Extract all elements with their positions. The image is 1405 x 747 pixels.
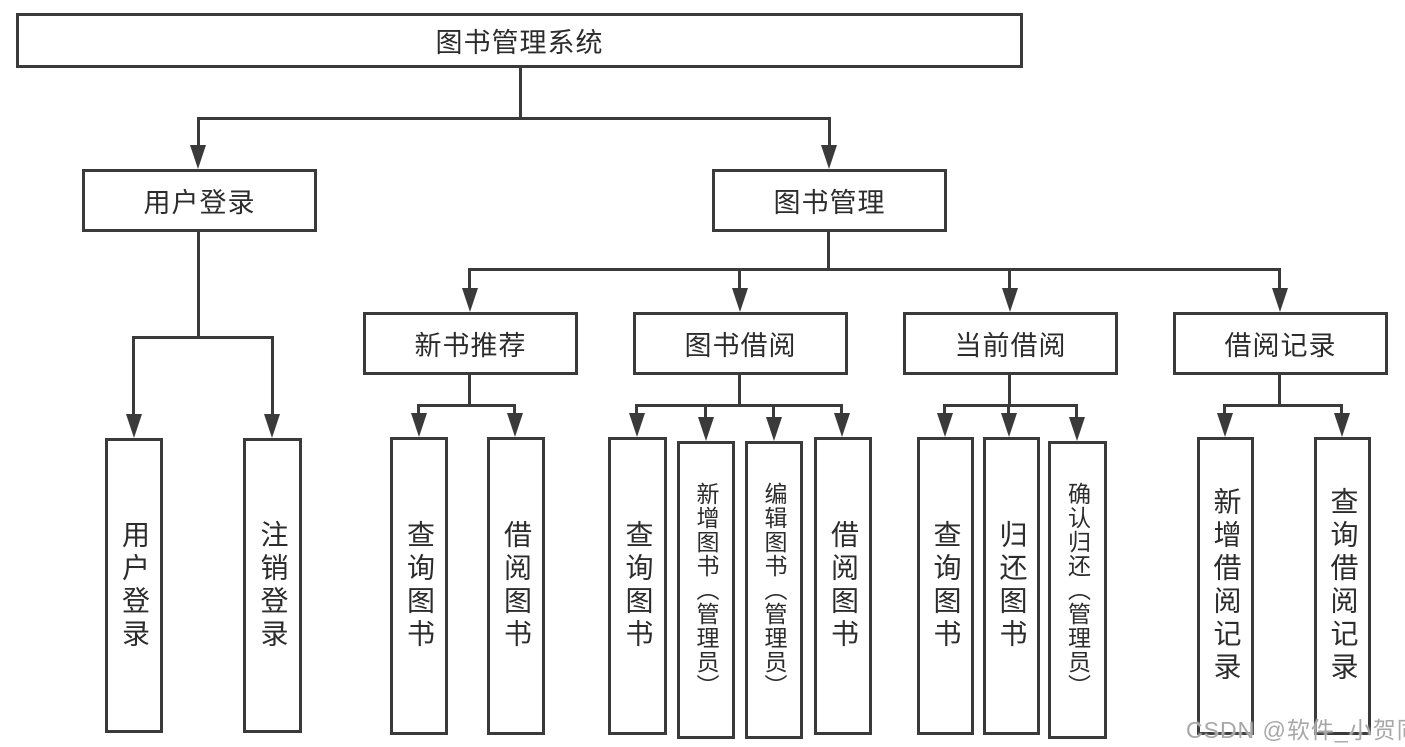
arrowhead-down-icon bbox=[126, 414, 142, 438]
connector-line bbox=[417, 404, 516, 407]
leaf-borrow-edit-books-admin-label: 编辑图书（管理员） bbox=[761, 482, 787, 698]
arrowhead-down-icon bbox=[1217, 413, 1233, 437]
connector-line bbox=[197, 232, 200, 338]
leaf-newbook-borrow-books: 借阅图书 bbox=[487, 437, 545, 735]
arrowhead-down-icon bbox=[821, 145, 837, 169]
arrowhead-down-icon bbox=[732, 288, 748, 312]
leaf-user-login-label: 用户登录 bbox=[119, 519, 150, 652]
arrowhead-down-icon bbox=[1334, 413, 1350, 437]
leaf-borrow-query-books: 查询图书 bbox=[608, 437, 667, 735]
leaf-logout-label: 注销登录 bbox=[257, 519, 289, 652]
connector-line bbox=[1278, 375, 1281, 407]
arrowhead-down-icon bbox=[264, 414, 280, 438]
node-new-book-recommend-label: 新书推荐 bbox=[414, 331, 527, 361]
connector-line bbox=[1008, 268, 1011, 293]
connector-line bbox=[704, 404, 707, 419]
arrowhead-down-icon bbox=[629, 413, 645, 437]
node-book-borrow-label: 图书借阅 bbox=[684, 331, 797, 361]
connector-line bbox=[519, 68, 522, 118]
node-root-label: 图书管理系统 bbox=[435, 28, 604, 58]
connector-line bbox=[827, 232, 830, 270]
node-current-borrow-label: 当前借阅 bbox=[954, 331, 1067, 361]
node-book-management-label: 图书管理 bbox=[773, 188, 886, 218]
leaf-user-login: 用户登录 bbox=[105, 438, 163, 733]
leaf-current-return-books-label: 归还图书 bbox=[996, 520, 1028, 652]
connector-line bbox=[635, 404, 638, 415]
leaf-borrow-borrow-books: 借阅图书 bbox=[814, 437, 872, 735]
connector-line bbox=[1278, 268, 1281, 293]
arrowhead-down-icon bbox=[834, 413, 850, 437]
connector-line bbox=[738, 268, 741, 293]
connector-line bbox=[132, 336, 135, 418]
connector-line bbox=[635, 404, 843, 407]
arrowhead-down-icon bbox=[411, 413, 427, 437]
connector-line bbox=[132, 336, 274, 339]
leaf-records-query-record: 查询借阅记录 bbox=[1314, 437, 1371, 735]
node-borrow-records: 借阅记录 bbox=[1173, 312, 1388, 375]
arrowhead-down-icon bbox=[937, 413, 953, 437]
leaf-newbook-query-books: 查询图书 bbox=[390, 437, 448, 735]
connector-line bbox=[197, 117, 200, 150]
connector-line bbox=[1007, 404, 1010, 415]
connector-line bbox=[1075, 404, 1078, 419]
arrowhead-down-icon bbox=[766, 417, 782, 441]
leaf-current-confirm-return-admin-label: 确认归还（管理员） bbox=[1064, 482, 1091, 698]
connector-line bbox=[840, 404, 843, 415]
connector-line bbox=[772, 404, 775, 419]
connector-line bbox=[468, 268, 471, 293]
arrowhead-down-icon bbox=[698, 417, 714, 441]
connector-line bbox=[417, 404, 420, 415]
arrowhead-down-icon bbox=[507, 413, 523, 437]
node-current-borrow: 当前借阅 bbox=[903, 312, 1118, 375]
node-book-management: 图书管理 bbox=[712, 169, 947, 232]
leaf-borrow-add-books-admin: 新增图书（管理员） bbox=[677, 441, 735, 739]
connector-line bbox=[1340, 404, 1343, 415]
connector-line bbox=[943, 404, 1078, 407]
arrowhead-down-icon bbox=[190, 145, 206, 169]
leaf-records-add-record-label: 新增借阅记录 bbox=[1210, 487, 1242, 685]
leaf-borrow-borrow-books-label: 借阅图书 bbox=[828, 520, 859, 652]
leaf-newbook-borrow-books-label: 借阅图书 bbox=[501, 520, 532, 652]
node-book-borrow: 图书借阅 bbox=[633, 312, 848, 375]
connector-line bbox=[828, 117, 831, 150]
leaf-current-return-books: 归还图书 bbox=[983, 437, 1040, 735]
connector-line bbox=[738, 375, 741, 407]
csdn-watermark: CSDN @软件_小贺同学 bbox=[1186, 717, 1405, 743]
leaf-borrow-edit-books-admin: 编辑图书（管理员） bbox=[745, 441, 803, 739]
connector-line bbox=[1223, 404, 1226, 415]
node-user-login: 用户登录 bbox=[82, 169, 317, 232]
node-borrow-records-label: 借阅记录 bbox=[1224, 331, 1337, 361]
connector-line bbox=[513, 404, 516, 415]
arrowhead-down-icon bbox=[1272, 288, 1288, 312]
arrowhead-down-icon bbox=[1001, 413, 1017, 437]
leaf-records-add-record: 新增借阅记录 bbox=[1197, 437, 1254, 735]
leaf-current-query-books: 查询图书 bbox=[917, 437, 974, 735]
connector-line bbox=[197, 117, 831, 120]
leaf-current-query-books-label: 查询图书 bbox=[930, 520, 962, 652]
arrowhead-down-icon bbox=[462, 288, 478, 312]
node-root: 图书管理系统 bbox=[16, 13, 1023, 68]
connector-line bbox=[468, 375, 471, 407]
connector-line bbox=[468, 268, 1281, 271]
node-user-login-label: 用户登录 bbox=[143, 188, 256, 218]
leaf-borrow-query-books-label: 查询图书 bbox=[622, 520, 654, 652]
node-new-book-recommend: 新书推荐 bbox=[363, 312, 578, 375]
leaf-records-query-record-label: 查询借阅记录 bbox=[1327, 487, 1359, 685]
connector-line bbox=[943, 404, 946, 415]
leaf-current-confirm-return-admin: 确认归还（管理员） bbox=[1048, 441, 1107, 739]
connector-line bbox=[1223, 404, 1343, 407]
arrowhead-down-icon bbox=[1002, 288, 1018, 312]
connector-line bbox=[271, 336, 274, 418]
arrowhead-down-icon bbox=[1069, 417, 1085, 441]
leaf-borrow-add-books-admin-label: 新增图书（管理员） bbox=[693, 482, 719, 698]
leaf-logout: 注销登录 bbox=[243, 438, 302, 733]
connector-line bbox=[1008, 375, 1011, 407]
leaf-newbook-query-books-label: 查询图书 bbox=[404, 520, 435, 652]
